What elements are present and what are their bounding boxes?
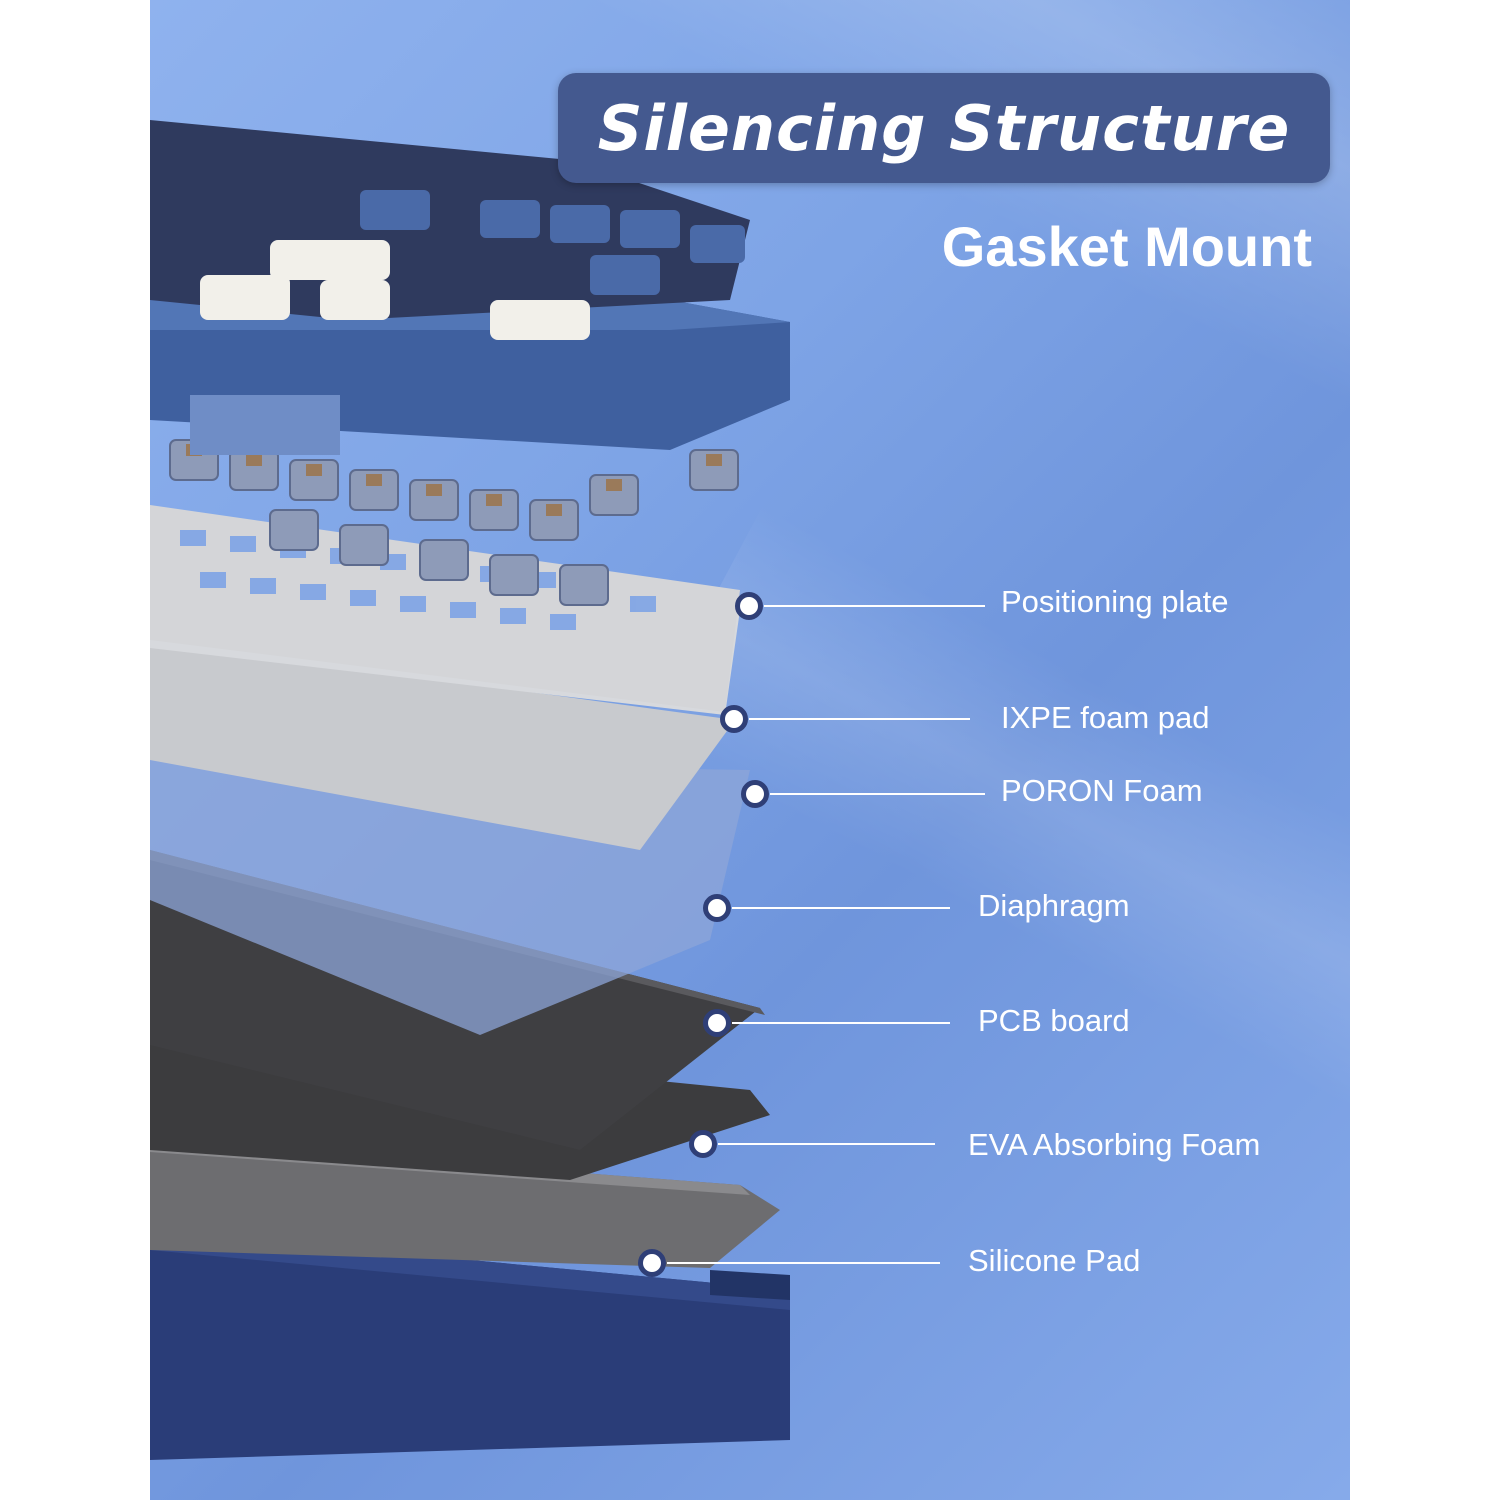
- product-infographic: Silencing Structure Gasket Mount Positio…: [150, 0, 1350, 1500]
- layer-label: EVA Absorbing Foam: [968, 1127, 1261, 1162]
- callout-dot-icon: [720, 705, 748, 733]
- layer-label: PORON Foam: [1001, 773, 1203, 808]
- layer-label: Positioning plate: [1001, 584, 1229, 619]
- callout-line: [732, 1022, 950, 1024]
- callout-line: [749, 718, 970, 720]
- switch-row: [169, 439, 739, 606]
- callout-line: [764, 605, 985, 607]
- top-frame: [150, 300, 790, 455]
- page-subtitle: Gasket Mount: [941, 215, 1312, 278]
- layer-label: Silicone Pad: [968, 1243, 1141, 1278]
- title-banner: Silencing Structure: [558, 73, 1330, 183]
- exploded-keyboard-illustration: [150, 120, 790, 1460]
- callout-line: [667, 1262, 940, 1264]
- callout-dot-icon: [638, 1249, 666, 1277]
- callout-dot-icon: [703, 894, 731, 922]
- callout-dot-icon: [689, 1130, 717, 1158]
- callout-line: [732, 907, 950, 909]
- layer-label: Diaphragm: [978, 888, 1130, 923]
- layer-label: IXPE foam pad: [1001, 700, 1210, 735]
- callout-dot-icon: [735, 592, 763, 620]
- layer-label: PCB board: [978, 1003, 1130, 1038]
- callout-dot-icon: [703, 1009, 731, 1037]
- callout-dot-icon: [741, 780, 769, 808]
- page-title: Silencing Structure: [597, 91, 1291, 165]
- callout-line: [718, 1143, 935, 1145]
- callout-line: [770, 793, 985, 795]
